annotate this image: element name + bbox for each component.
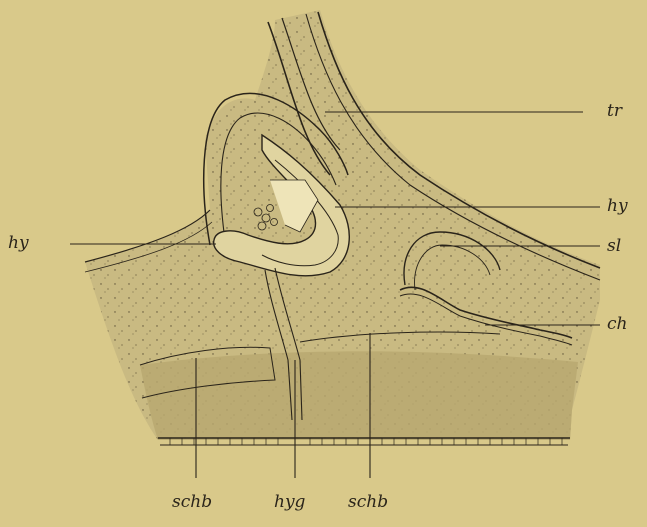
label-hy-left: hy [8,235,29,252]
label-schb-left: schb [172,494,212,511]
label-schb-right: schb [348,494,388,511]
cartilage-band [140,351,578,440]
label-sl: sl [607,238,621,255]
label-hy-right: hy [607,198,628,215]
label-hyg: hyg [274,494,305,511]
label-tr: tr [607,103,622,120]
label-ch: ch [607,316,627,333]
